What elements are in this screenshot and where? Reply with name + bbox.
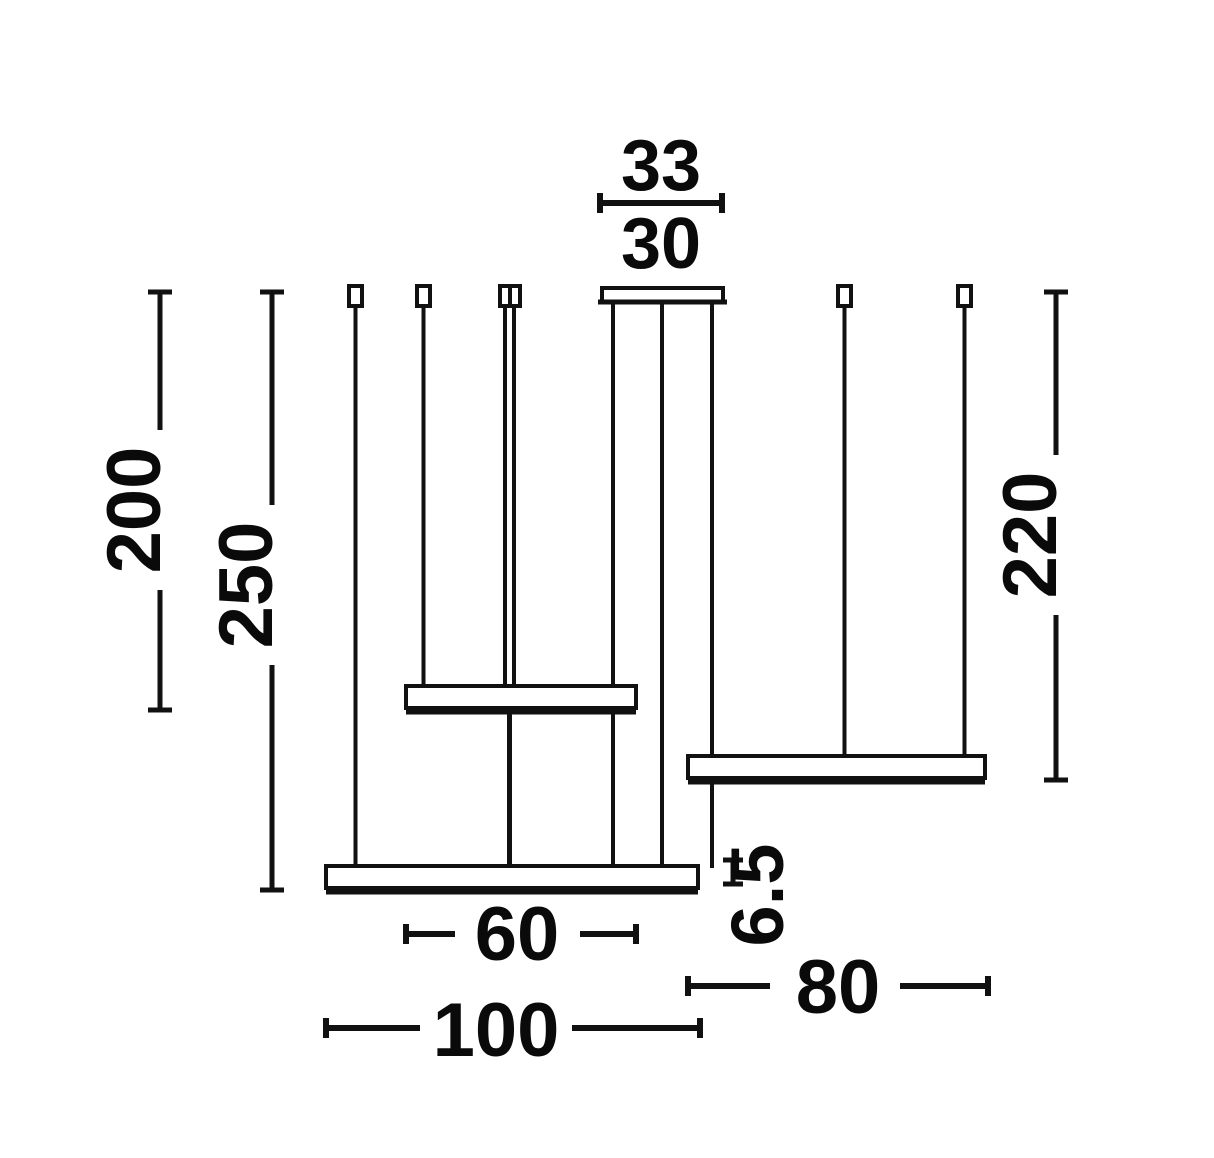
ring-100-profile [324, 864, 700, 895]
dimension-33-30 [597, 193, 725, 213]
ring-80-profile [686, 754, 987, 785]
dim-label-80: 80 [796, 945, 881, 1030]
dim-label-30: 30 [621, 204, 701, 284]
dim-label-220: 220 [988, 472, 1073, 599]
dim-label-6-5: 6.5 [716, 844, 799, 947]
dim-label-250: 250 [204, 522, 289, 649]
suspension-assembly-3 [498, 284, 522, 868]
suspension-assembly-2 [415, 284, 432, 688]
dimension-6-5 [723, 857, 743, 887]
dimension-100 [323, 1018, 703, 1038]
dim-label-60: 60 [475, 892, 560, 977]
suspension-assembly-right-2 [956, 284, 973, 758]
ring-60-profile [404, 684, 638, 715]
dim-label-100: 100 [433, 988, 560, 1073]
suspension-assembly-1 [347, 284, 364, 868]
ceiling-mount-4 [836, 284, 853, 308]
ring-80-body [686, 754, 987, 780]
dimension-250 [260, 289, 284, 893]
suspension-assembly-right-1 [836, 284, 853, 758]
ring-100-body [324, 864, 700, 890]
dim-label-33: 33 [621, 126, 701, 206]
dimension-80 [685, 976, 991, 996]
ceiling-mount-5 [956, 284, 973, 308]
ring-60-body [404, 684, 638, 710]
dimension-200 [148, 289, 172, 713]
ceiling-mount-1 [347, 284, 364, 308]
dimension-220 [1044, 289, 1068, 783]
dimension-60 [403, 924, 639, 944]
ceiling-mount-2 [415, 284, 432, 308]
dim-label-200: 200 [92, 447, 177, 574]
